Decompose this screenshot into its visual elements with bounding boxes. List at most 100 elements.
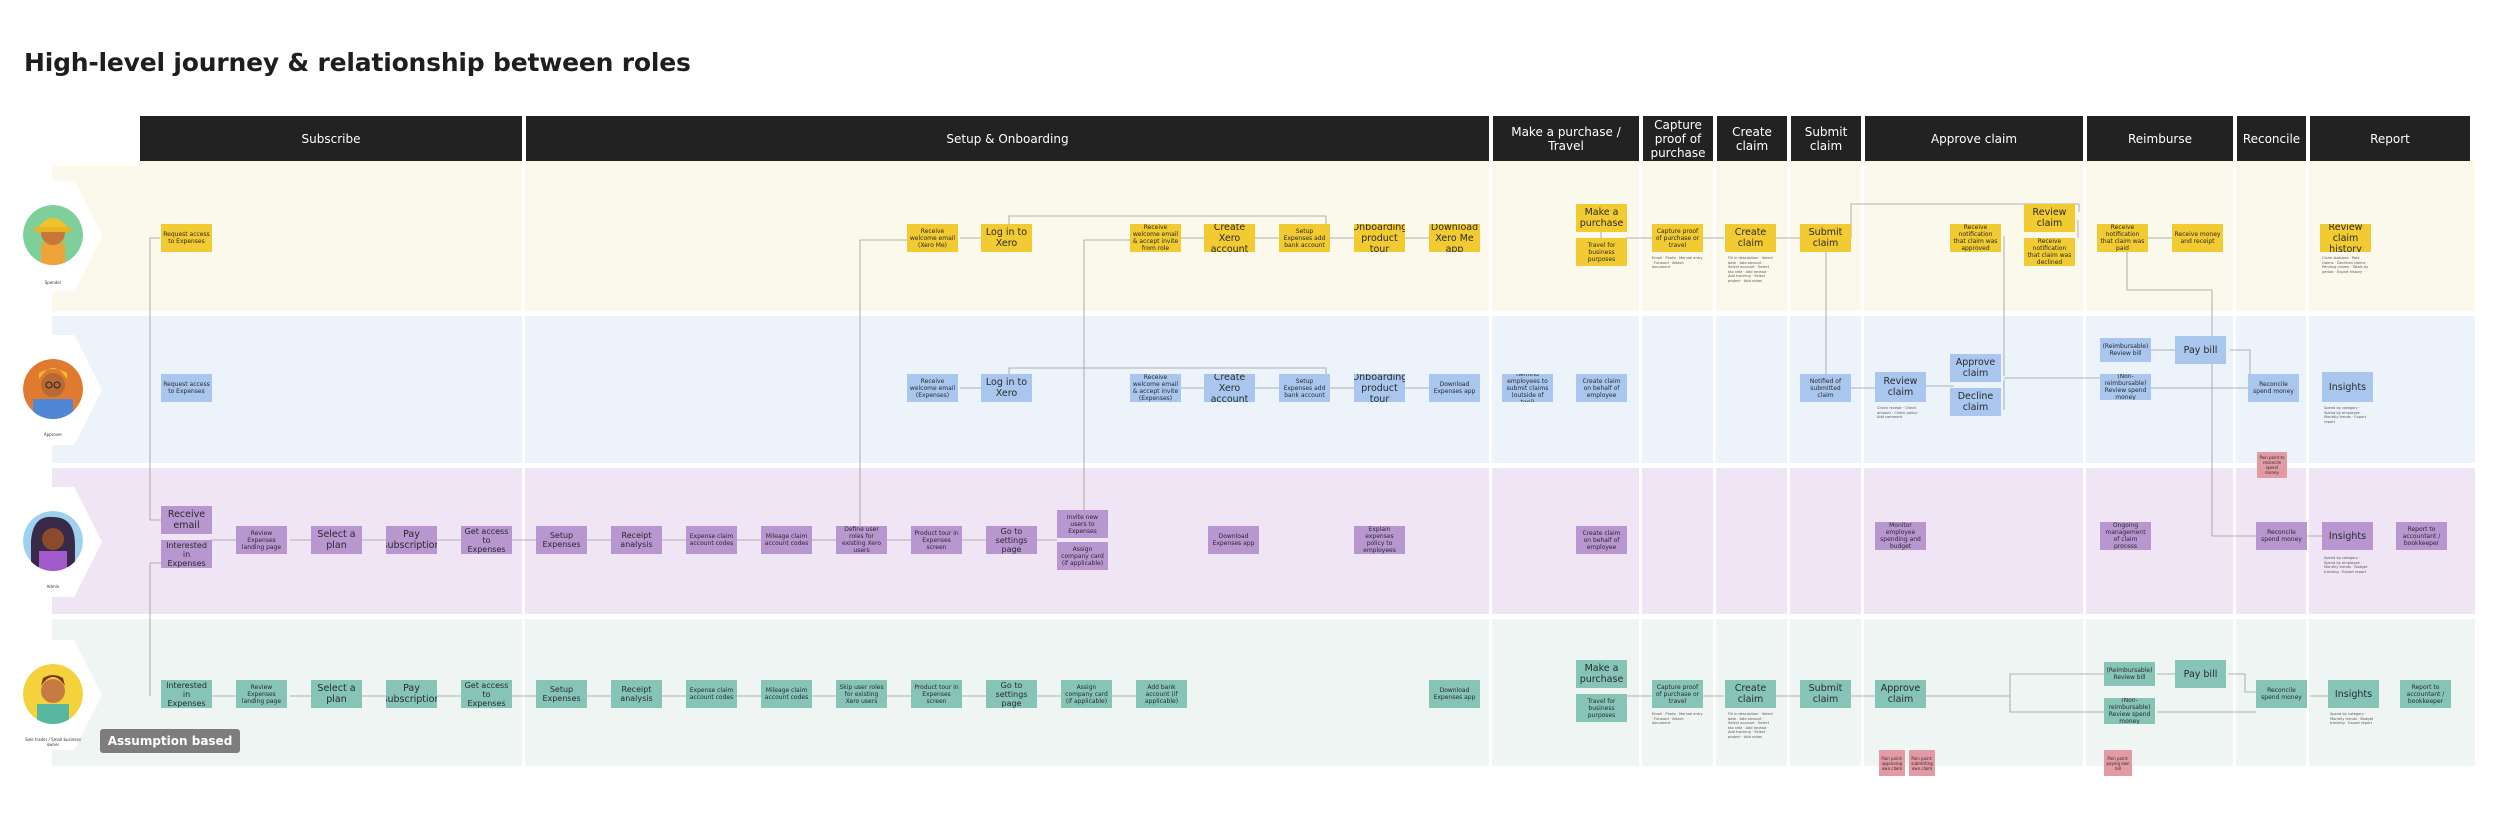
sticky-product-tour: Product tour in Expenses screen bbox=[911, 680, 962, 708]
sticky-notify-paid: Receive notification that claim was paid bbox=[2097, 224, 2148, 252]
sticky-pay-subscription: Pay subscription bbox=[386, 526, 437, 554]
sticky-reconcile-spend-money: Reconcile spend money bbox=[2256, 680, 2307, 708]
sticky-submit-claim: Submit claim bbox=[1800, 680, 1851, 708]
sticky-pay-bill: Pay bill bbox=[2175, 660, 2226, 688]
sticky-remind-employees: Remind employees to submit claims (outsi… bbox=[1502, 374, 1553, 402]
sticky-review-landing-page: Review Expenses landing page bbox=[236, 680, 287, 708]
sticky-create-claim-behalf: Create claim on behalf of employee bbox=[1576, 526, 1627, 554]
sticky-report-accountant: Report to accountant / bookkeeper bbox=[2400, 680, 2451, 708]
sticky-mileage-claim-codes: Mileage claim account codes bbox=[761, 526, 812, 554]
sticky-decline-claim: Decline claim bbox=[1950, 388, 2001, 416]
sticky-receive-welcome-email-accept: Receive welcome email & accept invite (E… bbox=[1130, 374, 1181, 402]
sticky-onboarding-tour: Onboarding product tour bbox=[1354, 374, 1405, 402]
sticky-review-bill: (Reimbursable) Review bill bbox=[2100, 338, 2151, 362]
sticky-pain-point-pay-own: Pain point: paying own bill bbox=[2104, 750, 2132, 776]
sticky-insights: Insights bbox=[2322, 372, 2373, 402]
sticky-submit-claim: Submit claim bbox=[1800, 224, 1851, 252]
sticky-get-access: Get access to Expenses bbox=[461, 680, 512, 708]
sticky-create-xero-account: Create Xero account bbox=[1204, 224, 1255, 252]
sticky-interested-expenses: Interested in Expenses bbox=[161, 680, 212, 708]
sticky-get-access: Get access to Expenses bbox=[461, 526, 512, 554]
sticky-create-claim: Create claim bbox=[1725, 224, 1776, 252]
sticky-create-claim: Create claim bbox=[1725, 680, 1776, 708]
sticky-product-tour: Product tour in Expenses screen bbox=[911, 526, 962, 554]
sticky-receive-welcome-email-accept: Receive welcome email & accept invite fr… bbox=[1130, 224, 1181, 252]
sticky-log-in-xero: Log in to Xero bbox=[981, 224, 1032, 252]
sticky-review-spend-money: (Non-reimbursable) Review spend money bbox=[2104, 698, 2155, 724]
sticky-approve-claim: Approve claim bbox=[1875, 680, 1926, 708]
notes-capture-options: Email · Photo · Manual entry · Forward ·… bbox=[1652, 256, 1703, 270]
notes-insights: Spend by category · Monthly trends · Bud… bbox=[2330, 712, 2378, 726]
sticky-go-settings: Go to settings page bbox=[986, 680, 1037, 708]
sticky-pay-bill: Pay bill bbox=[2175, 336, 2226, 364]
sticky-expense-claim-codes: Expense claim account codes bbox=[686, 680, 737, 708]
sticky-define-user-roles: Define user roles for existing Xero user… bbox=[836, 526, 887, 554]
sticky-receive-email: Receive email bbox=[161, 506, 212, 534]
sticky-log-in-xero: Log in to Xero bbox=[981, 374, 1032, 402]
sticky-review-claim-history: Review claim history bbox=[2320, 224, 2371, 252]
sticky-review-claim: Review claim bbox=[1875, 372, 1926, 402]
sticky-make-purchase: Make a purchase bbox=[1576, 204, 1627, 232]
sticky-request-access: Request access to Expenses bbox=[161, 374, 212, 402]
sticky-review-claim: Review claim bbox=[2024, 204, 2075, 232]
sticky-download-expenses-app: Download Expenses app bbox=[1208, 526, 1259, 554]
sticky-report-accountant: Report to accountant / bookkeeper bbox=[2396, 522, 2447, 550]
notes-capture-options: Email · Photo · Manual entry · Forward ·… bbox=[1652, 712, 1703, 726]
sticky-interested-expenses: Interested in Expenses bbox=[161, 540, 212, 568]
sticky-onboarding-tour: Onboarding product tour bbox=[1354, 224, 1405, 252]
sticky-setup-expenses: Setup Expenses bbox=[536, 680, 587, 708]
sticky-download-expenses-app: Download Expenses app bbox=[1429, 374, 1480, 402]
sticky-review-landing-page: Review Expenses landing page bbox=[236, 526, 287, 554]
sticky-add-bank-account: Add bank account (if applicable) bbox=[1136, 680, 1187, 708]
sticky-setup-expenses: Setup Expenses bbox=[536, 526, 587, 554]
sticky-review-spend-money: (Non-reimbursable) Review spend money bbox=[2100, 374, 2151, 400]
sticky-notify-declined: Receive notification that claim was decl… bbox=[2024, 238, 2075, 266]
sticky-reconcile-spend-money: Reconcile spend money bbox=[2248, 374, 2299, 402]
sticky-create-xero-account: Create Xero account bbox=[1204, 374, 1255, 402]
sticky-skip-user-roles: Skip user roles for existing Xero users bbox=[836, 680, 887, 708]
sticky-receive-money: Receive money and receipt bbox=[2172, 224, 2223, 252]
sticky-mileage-claim-codes: Mileage claim account codes bbox=[761, 680, 812, 708]
sticky-setup-expenses-bank: Setup Expenses add bank account bbox=[1279, 224, 1330, 252]
notes-review-claim: Check receipt · Check amount · Check pol… bbox=[1877, 406, 1923, 420]
notes-create-claim: Fill in description · Select date · Add … bbox=[1728, 256, 1774, 284]
sticky-capture-proof: Capture proof of purchase or travel bbox=[1652, 224, 1703, 252]
sticky-notify-approved: Receive notification that claim was appr… bbox=[1950, 224, 2001, 252]
sticky-review-bill: (Reimbursable) Review bill bbox=[2104, 662, 2155, 686]
sticky-expense-claim-codes: Expense claim account codes bbox=[686, 526, 737, 554]
sticky-assign-company-card: Assign company card (if applicable) bbox=[1061, 680, 1112, 708]
sticky-request-access: Request access to Expenses bbox=[161, 224, 212, 252]
sticky-setup-expenses-bank: Setup Expenses add bank account bbox=[1279, 374, 1330, 402]
notes-insights: Spend by category · Spend by employee · … bbox=[2324, 406, 2372, 424]
sticky-approve-claim: Approve claim bbox=[1950, 354, 2001, 382]
sticky-pain-point-submit-own: Pain point: submitting own claim bbox=[1909, 750, 1935, 776]
sticky-download-expenses-app: Download Expenses app bbox=[1429, 680, 1480, 708]
sticky-receipt-analysis: Receipt analysis bbox=[611, 526, 662, 554]
sticky-create-claim-behalf: Create claim on behalf of employee bbox=[1576, 374, 1627, 402]
sticky-monitor-spending: Monitor employee spending and budget bbox=[1875, 522, 1926, 550]
sticky-insights: Insights bbox=[2328, 680, 2379, 708]
sticky-travel-business: Travel for business purposes bbox=[1576, 238, 1627, 266]
sticky-ongoing-management: Ongoing management of claim process bbox=[2100, 522, 2151, 550]
sticky-explain-policy: Explain expenses policy to employees bbox=[1354, 526, 1405, 554]
sticky-make-purchase: Make a purchase bbox=[1576, 660, 1627, 688]
sticky-download-xero-me: Download Xero Me app bbox=[1429, 224, 1480, 252]
sticky-capture-proof: Capture proof of purchase or travel bbox=[1652, 680, 1703, 708]
sticky-notified-submitted: Notified of submitted claim bbox=[1800, 374, 1851, 402]
sticky-receipt-analysis: Receipt analysis bbox=[611, 680, 662, 708]
sticky-receive-welcome-email: Receive welcome email (Expenses) bbox=[907, 374, 958, 402]
sticky-reconcile-spend-money: Reconcile spend money bbox=[2256, 522, 2307, 550]
sticky-insights: Insights bbox=[2322, 522, 2373, 550]
sticky-invite-new-users: Invite new users to Expenses bbox=[1057, 510, 1108, 538]
sticky-receive-welcome-email: Receive welcome email (Xero Me) bbox=[907, 224, 958, 252]
notes-claim-history: Claim statuses · Paid claims · Declined … bbox=[2322, 256, 2370, 274]
sticky-travel-business: Travel for business purposes bbox=[1576, 694, 1627, 722]
sticky-select-plan: Select a plan bbox=[311, 680, 362, 708]
sticky-assign-company-card: Assign company card (if applicable) bbox=[1057, 542, 1108, 570]
sticky-pain-point-approve-own: Pain point: approving own claim bbox=[1879, 750, 1905, 776]
notes-create-claim: Fill in description · Select date · Add … bbox=[1728, 712, 1774, 740]
sticky-select-plan: Select a plan bbox=[311, 526, 362, 554]
assumption-badge: Assumption based bbox=[100, 729, 240, 753]
sticky-go-settings: Go to settings page bbox=[986, 526, 1037, 554]
